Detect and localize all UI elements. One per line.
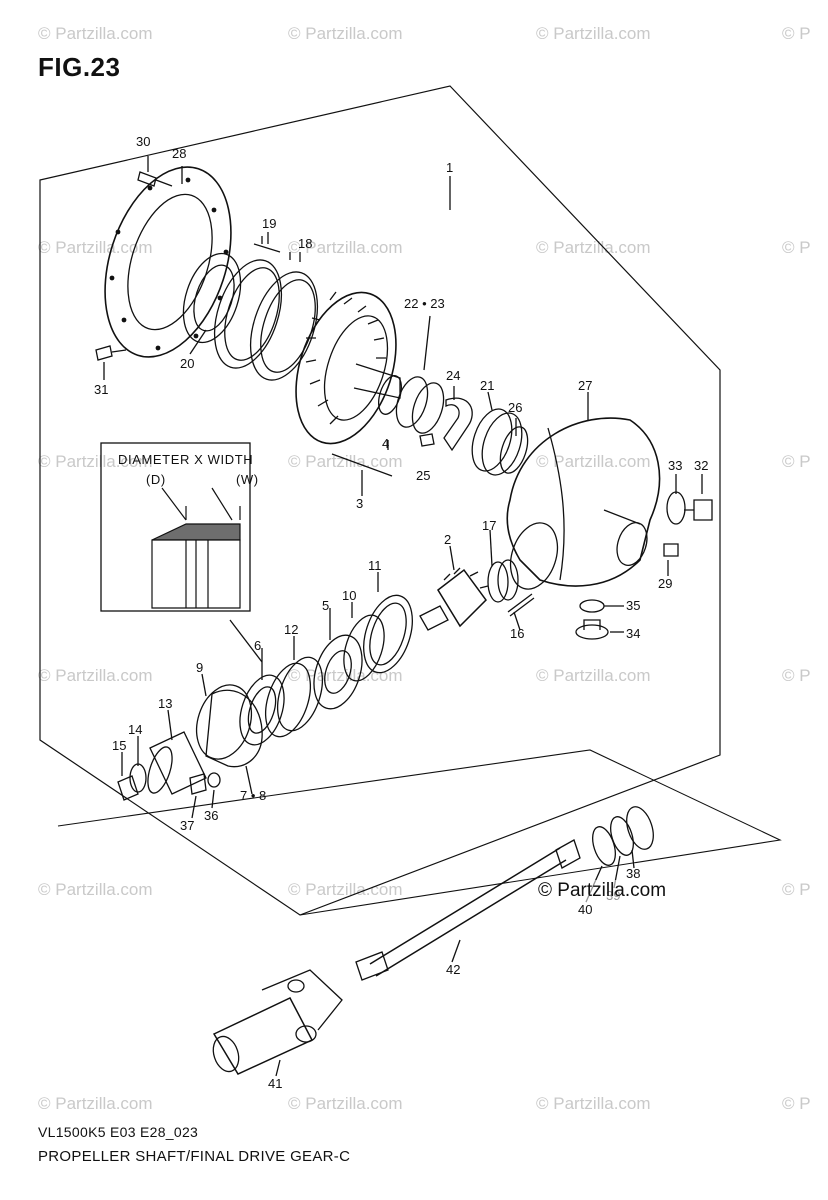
callout-35: 35 [626,598,641,613]
callout-41: 41 [268,1076,283,1091]
callout-3: 3 [356,496,364,511]
watermark: © P [782,238,811,257]
callout-24: 24 [446,368,461,383]
diagram-caption: PROPELLER SHAFT/FINAL DRIVE GEAR-C [38,1148,351,1165]
watermark: © Partzilla.com [38,452,153,471]
watermark: © Partzilla.com [288,1094,403,1113]
inset-width-label: (W) [236,472,259,487]
callout-32: 32 [694,458,709,473]
callout-17: 17 [482,518,497,533]
callout-36: 36 [204,808,219,823]
callout-13: 13 [158,696,173,711]
watermark: © Partzilla.com [536,666,651,685]
callout-2: 2 [444,532,452,547]
callout-6: 6 [254,638,262,653]
callout-5: 5 [322,598,330,613]
callout-29: 29 [658,576,673,591]
callout-26: 26 [508,400,523,415]
callout-7-8: 7 • 8 [240,788,267,803]
callout-25: 25 [416,468,431,483]
callout-16: 16 [510,626,525,641]
callout-10: 10 [342,588,357,603]
callout-30: 30 [136,134,151,149]
callout-4: 4 [382,436,390,451]
watermark: © P [782,880,811,899]
callout-12: 12 [284,622,299,637]
watermark: © P [782,24,811,43]
callout-38: 38 [626,866,641,881]
watermark: © Partzilla.com [38,1094,153,1113]
watermark: © Partzilla.com [536,24,651,43]
callout-31: 31 [94,382,109,397]
model-code: VL1500K5 E03 E28_023 [38,1124,199,1140]
watermark: © Partzilla.com [38,24,153,43]
callout-22-23: 22 • 23 [404,296,445,311]
watermark: © Partzilla.com [38,238,153,257]
callout-42: 42 [446,962,461,977]
callout-21: 21 [480,378,495,393]
inset-heading: DIAMETER X WIDTH [118,452,254,467]
inset-diameter-label: (D) [146,472,166,487]
callout-40: 40 [578,902,593,917]
watermark: © Partzilla.com [288,452,403,471]
callout-9: 9 [196,660,204,675]
callout-11: 11 [368,558,382,573]
watermark: © Partzilla.com [38,880,153,899]
callout-14: 14 [128,722,143,737]
callout-1: 1 [446,160,454,175]
callout-27: 27 [578,378,593,393]
watermark: © Partzilla.com [288,24,403,43]
watermark: © Partzilla.com [536,452,651,471]
callout-34: 34 [626,626,641,641]
callout-15: 15 [112,738,127,753]
watermark: © P [782,452,811,471]
callout-19: 19 [262,216,277,231]
watermark: © Partzilla.com [288,880,403,899]
watermark: © Partzilla.com [38,666,153,685]
watermark: © P [782,666,811,685]
copyright-stamp: © Partzilla.com [538,880,667,902]
watermark: © Partzilla.com [536,1094,651,1113]
callout-37: 37 [180,818,195,833]
watermark: © Partzilla.com [288,238,403,257]
callout-18: 18 [298,236,313,251]
figure-title: FIG.23 [38,52,121,82]
watermark: © Partzilla.com [536,238,651,257]
watermark: © P [782,1094,811,1113]
callout-33: 33 [668,458,683,473]
callout-28: 28 [172,146,187,161]
callout-20: 20 [180,356,195,371]
